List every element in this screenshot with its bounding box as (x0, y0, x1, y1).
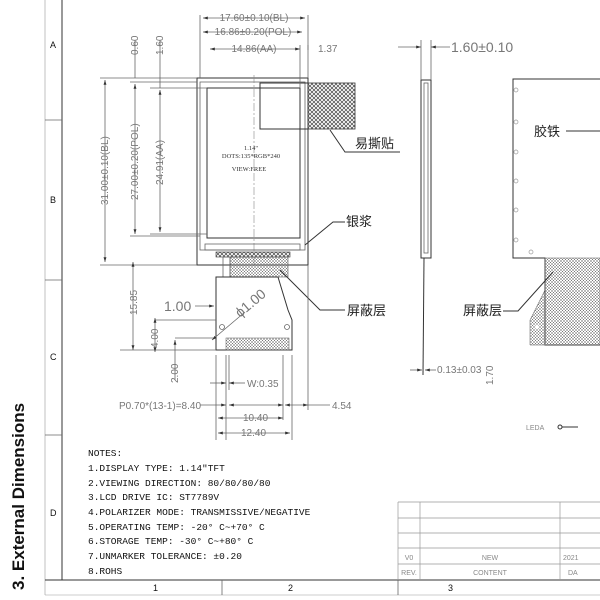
dim-hole-diameter: ϕ1.00 (232, 285, 269, 320)
adhesive-frame-label: 胶铁 (534, 124, 560, 140)
dim-1240: 12.40 (241, 428, 266, 439)
dim-right-offset: 1.37 (318, 44, 338, 55)
section-title: 3. External Dimensions (9, 403, 28, 590)
note-item: 7.UNMARKER TOLERANCE: ±0.20 (88, 551, 242, 562)
note-item: 5.OPERATING TEMP: -20° C~+70° C (88, 522, 265, 533)
dim-top-160: 1.60 (155, 35, 166, 55)
dim-200: 2.00 (170, 363, 181, 383)
back-shield-layer-label: 屏蔽层 (463, 304, 502, 319)
dim-454: 4.54 (332, 401, 352, 412)
content-value: NEW (482, 555, 499, 562)
note-item: 8.ROHS (88, 566, 123, 577)
dim-bl-width: 17.60±0.10(BL) (220, 13, 289, 24)
dim-bl-height: 31.00±0.10(BL) (100, 136, 111, 205)
grid-col-3: 3 (448, 583, 453, 593)
note-item: 2.VIEWING DIRECTION: 80/80/80/80 (88, 478, 271, 489)
leda-pin-label: LEDA (526, 425, 545, 432)
dim-pitch: P0.70*(13-1)=8.40 (119, 401, 201, 412)
content-header: CONTENT (473, 570, 508, 577)
dim-fpc-thickness: 0.13±0.03 (437, 365, 482, 376)
rev-value: V0 (405, 555, 414, 562)
revision-table (397, 501, 600, 580)
dim-1040: 10.40 (243, 413, 268, 424)
dim-pin-width: W:0.35 (247, 379, 279, 390)
dim-hole-offset: 1.00 (164, 298, 191, 314)
shield-layer-label: 屏蔽层 (347, 304, 386, 319)
tear-tab-label: 易撕贴 (355, 137, 394, 152)
grid-row-a: A (50, 40, 56, 50)
grid-row-d: D (50, 508, 57, 518)
note-item: 1.DISPLAY TYPE: 1.14"TFT (88, 463, 225, 474)
dim-top-060: 0.60 (130, 35, 141, 55)
dim-fpc-length: 15.85 (129, 290, 140, 315)
dim-170: 1.70 (485, 365, 496, 385)
grid-col-2: 2 (288, 583, 293, 593)
dim-aa-width: 14.86(AA) (231, 44, 276, 55)
note-item: 3.LCD DRIVE IC: ST7789V (88, 492, 219, 503)
drawing-frame: A B C D 1 2 3 (44, 0, 600, 596)
date-header: DA (568, 570, 578, 577)
screen-view-text: VIEW:FREE (232, 166, 266, 173)
dim-aa-height: 24.91(AA) (155, 140, 166, 185)
screen-dots-text: DOTS:135*RGB*240 (222, 153, 280, 160)
dim-pol-width: 16.86±0.20(POL) (215, 27, 292, 38)
note-item: 4.POLARIZER MODE: TRANSMISSIVE/NEGATIVE (88, 507, 311, 518)
side-view: 1.60±0.10 0.13±0.03 1.70 (398, 39, 513, 385)
dim-400: 4.00 (150, 328, 161, 348)
back-view: 胶铁 屏蔽层 LEDA (463, 78, 600, 432)
notes-title: NOTES: (88, 448, 122, 459)
front-view: 1.14" DOTS:135*RGB*240 VIEW:FREE 易撕贴 银浆 … (196, 75, 400, 351)
grid-row-b: B (50, 195, 56, 205)
grid-row-c: C (50, 352, 57, 362)
tear-tab-outline (259, 82, 309, 130)
rev-header: REV. (401, 570, 417, 577)
tear-tab (307, 82, 356, 130)
date-value: 2021 (563, 555, 579, 562)
screen-size-text: 1.14" (244, 145, 258, 152)
front-dimensions (100, 15, 330, 440)
notes-block: NOTES: 1.DISPLAY TYPE: 1.14"TFT 2.VIEWIN… (88, 448, 311, 577)
grid-col-1: 1 (153, 583, 158, 593)
silver-paste-label: 银浆 (346, 215, 372, 230)
dim-pol-height: 27.00±0.20(POL) (130, 123, 141, 200)
note-item: 6.STORAGE TEMP: -30° C~+80° C (88, 536, 254, 547)
dim-thickness: 1.60±0.10 (451, 39, 513, 55)
